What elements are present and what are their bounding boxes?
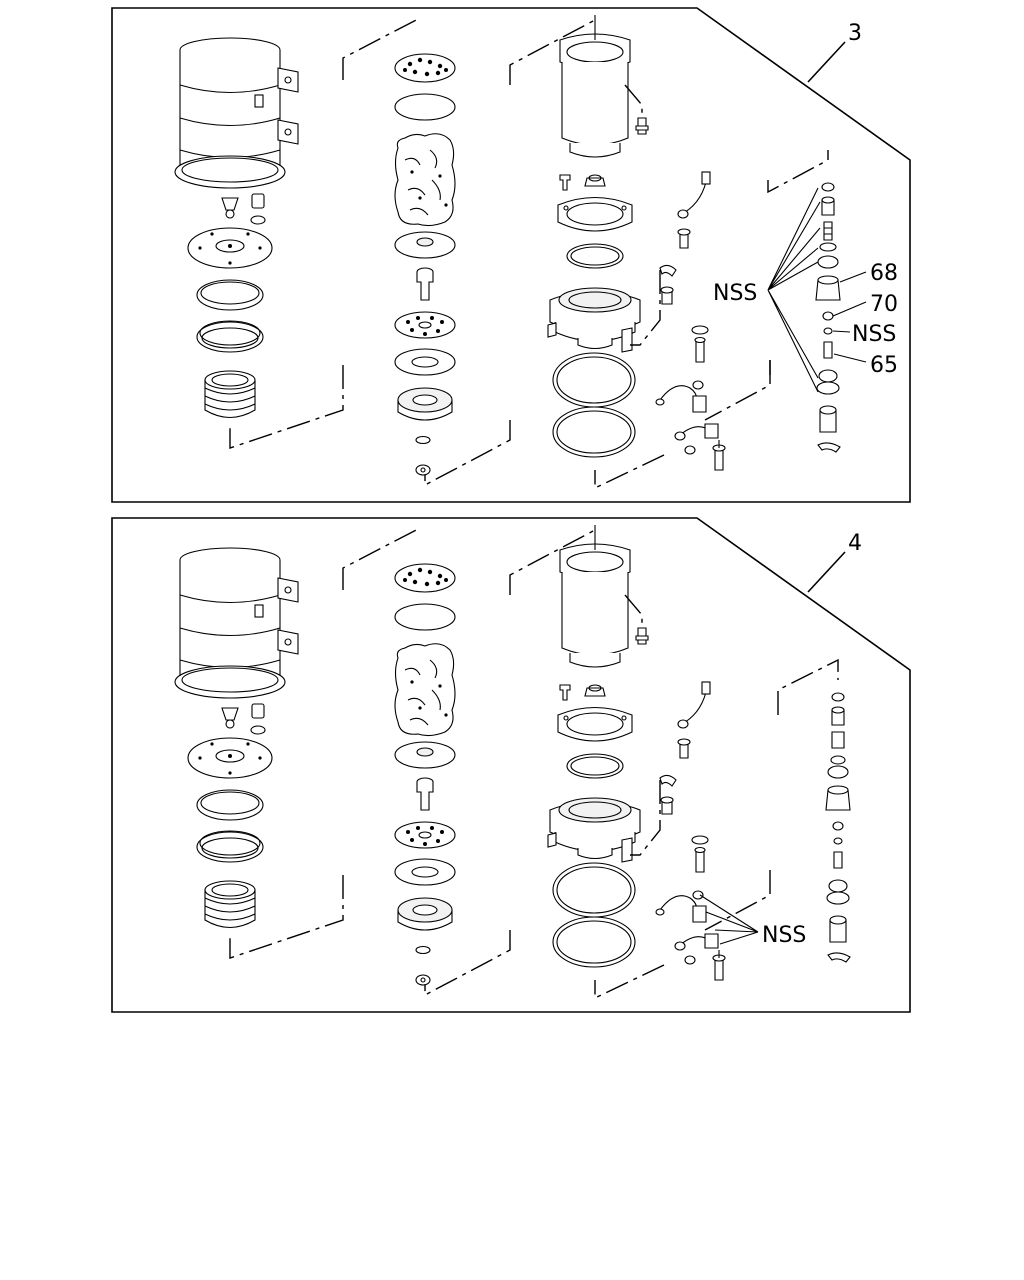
callout-68: 68 (870, 261, 898, 286)
callout-65: 65 (870, 353, 898, 378)
nss-callout-group: NSS (713, 281, 757, 306)
callout-nss: NSS (852, 322, 896, 347)
figure-number-3: 3 (848, 21, 862, 46)
diagram-panel-3: 3 NSS 68 70 NSS 65 (111, 7, 911, 503)
diagram-panel-4: 4 NSS (111, 517, 911, 1013)
callout-70: 70 (870, 292, 898, 317)
figure-number-4: 4 (848, 531, 862, 556)
nss-callout-group-4: NSS (762, 923, 806, 948)
